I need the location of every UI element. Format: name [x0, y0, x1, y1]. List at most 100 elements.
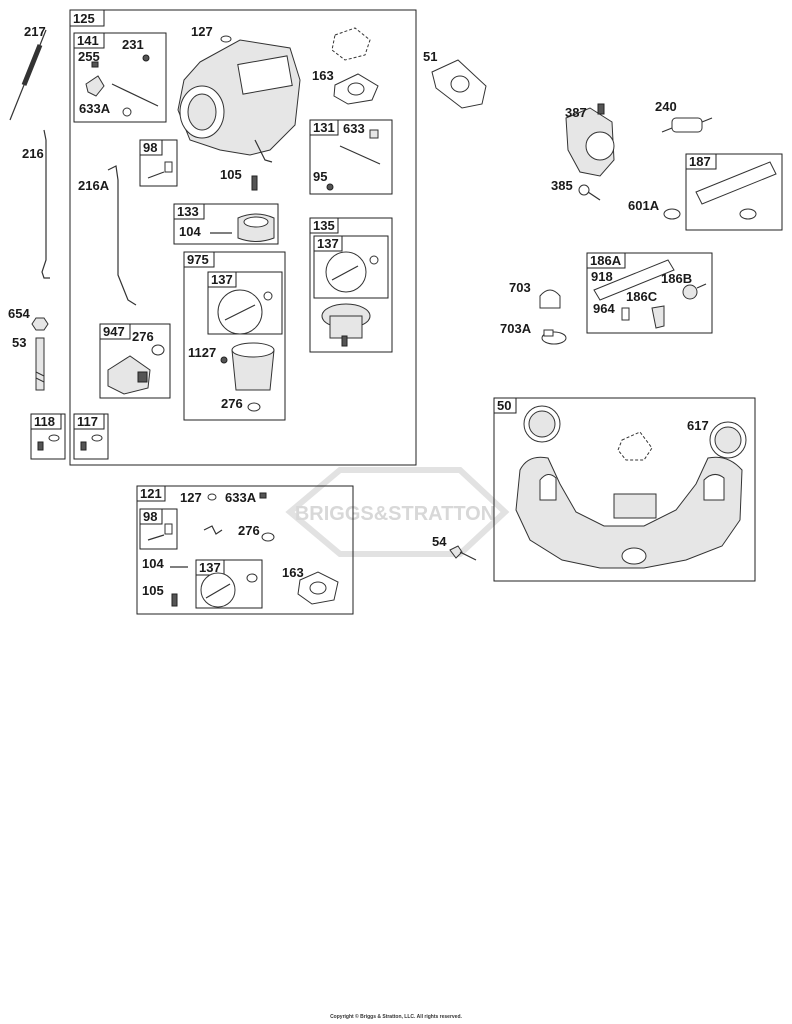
- part-387-fuel-pump-drawing: [565, 103, 615, 177]
- label-163: 163: [282, 565, 304, 580]
- part-105-screw-drawing: [251, 175, 258, 191]
- label-121: 121: [140, 486, 162, 501]
- group-box-137: [313, 235, 389, 299]
- label-137: 137: [199, 560, 221, 575]
- label-104: 104: [179, 224, 201, 239]
- label-117: 117: [77, 414, 98, 429]
- group-box-947: [99, 323, 171, 399]
- tag-186A: [586, 252, 626, 269]
- label-50: 50: [497, 398, 511, 413]
- label-231: 231: [122, 37, 144, 52]
- label-1127: 1127: [188, 345, 216, 360]
- tag-118: [30, 413, 62, 430]
- label-703: 703: [509, 280, 531, 295]
- label-53: 53: [12, 335, 26, 350]
- part-labels: 217 216 216A 654 53 118 117 125 141 255 …: [8, 11, 711, 598]
- tag-125: [69, 9, 105, 27]
- tag-137: [207, 271, 237, 288]
- part-135-group-drawing: [321, 251, 379, 347]
- part-118-drawing: [37, 434, 60, 451]
- part-127-oring-drawing: [220, 35, 232, 43]
- label-95: 95: [313, 169, 327, 184]
- label-105: 105: [220, 167, 242, 182]
- label-633A: 633A: [225, 490, 257, 505]
- part-163-gasket-drawing: [331, 27, 379, 105]
- label-105: 105: [142, 583, 164, 598]
- tag-50: [493, 397, 517, 414]
- label-385: 385: [551, 178, 573, 193]
- part-121-group-drawing: [147, 492, 339, 608]
- label-137: 137: [211, 272, 233, 287]
- watermark-text: BRIGGS&STRATTON: [295, 503, 495, 525]
- label-125: 125: [73, 11, 95, 26]
- group-box-125: [69, 9, 417, 466]
- part-240-fuel-filter-drawing: [661, 117, 713, 133]
- label-51: 51: [423, 49, 437, 64]
- group-box-137: [207, 271, 283, 335]
- group-box-135: [309, 217, 393, 353]
- part-216A-rod-drawing: [107, 165, 137, 306]
- tag-137: [313, 235, 343, 252]
- label-186A: 186A: [590, 253, 622, 268]
- tag-98: [139, 139, 163, 156]
- tag-121: [136, 485, 166, 502]
- part-187-hose-drawing: [695, 161, 777, 220]
- part-98-screw-drawing: [147, 161, 173, 179]
- label-127: 127: [191, 24, 213, 39]
- label-654: 654: [8, 306, 30, 321]
- label-216A: 216A: [78, 178, 110, 193]
- label-187: 187: [689, 154, 711, 169]
- part-186A-group-drawing: [593, 259, 707, 329]
- label-387: 387: [565, 105, 587, 120]
- group-box-131: [309, 119, 393, 195]
- group-box-186A: [586, 252, 713, 334]
- copyright-notice: Copyright © Briggs & Stratton, LLC. All …: [330, 1014, 462, 1020]
- label-135: 135: [313, 218, 335, 233]
- label-141: 141: [77, 33, 99, 48]
- part-51-gasket-drawing: [431, 59, 487, 109]
- label-617: 617: [687, 418, 709, 433]
- tag-135: [309, 217, 339, 234]
- label-217: 217: [24, 24, 46, 39]
- label-947: 947: [103, 324, 125, 339]
- part-947-solenoid-drawing: [107, 344, 165, 395]
- label-137: 137: [317, 236, 339, 251]
- label-918: 918: [591, 269, 613, 284]
- label-601A: 601A: [628, 198, 660, 213]
- label-104: 104: [142, 556, 164, 571]
- part-216-rod-drawing: [41, 129, 50, 279]
- label-131: 131: [313, 120, 335, 135]
- group-box-121: [136, 485, 354, 615]
- tag-947: [99, 323, 131, 340]
- briggs-stratton-watermark: BRIGGS&STRATTON: [285, 467, 510, 557]
- part-131-group-drawing: [326, 129, 381, 191]
- label-276: 276: [238, 523, 260, 538]
- label-54: 54: [432, 534, 447, 549]
- label-127: 127: [180, 490, 202, 505]
- tag-975: [183, 251, 215, 268]
- part-117-drawing: [80, 434, 103, 451]
- label-186B: 186B: [661, 271, 692, 286]
- part-975-group-drawing: [217, 289, 275, 412]
- part-125-carburetor-body-drawing: [177, 39, 301, 163]
- label-133: 133: [177, 204, 199, 219]
- label-964: 964: [593, 301, 615, 316]
- group-box-975: [183, 251, 286, 421]
- part-703-clamp-drawing: [539, 289, 561, 309]
- label-703A: 703A: [500, 321, 532, 336]
- tag-141: [73, 32, 105, 49]
- label-975: 975: [187, 252, 209, 267]
- label-163: 163: [312, 68, 334, 83]
- part-217-dipstick-drawing: [9, 29, 47, 121]
- group-box-187: [685, 153, 783, 231]
- part-53-stud-drawing: [35, 337, 45, 391]
- part-54-bolt-drawing: [449, 545, 477, 561]
- label-276: 276: [132, 329, 154, 344]
- part-133-group-drawing: [210, 213, 275, 242]
- label-276: 276: [221, 396, 243, 411]
- part-703A-clamp-drawing: [541, 329, 567, 345]
- label-255: 255: [78, 49, 100, 64]
- label-216: 216: [22, 146, 44, 161]
- label-186C: 186C: [626, 289, 658, 304]
